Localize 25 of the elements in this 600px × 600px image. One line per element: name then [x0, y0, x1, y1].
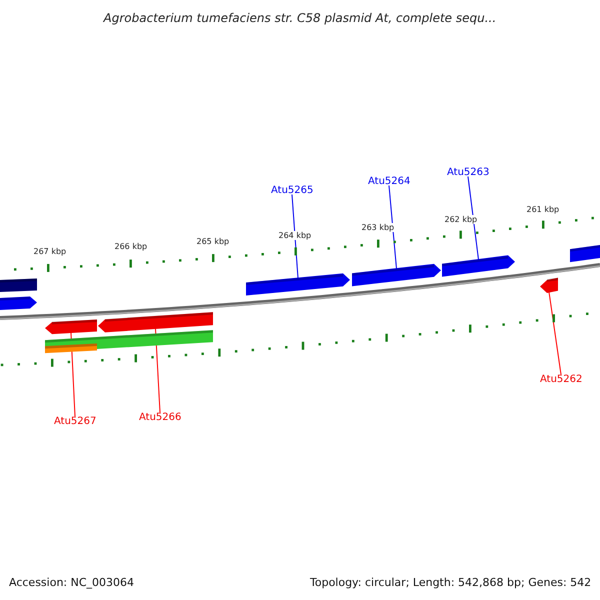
- gene-feature: [352, 264, 441, 286]
- gene-feature: [540, 278, 558, 293]
- gene-label: Atu5262: [540, 374, 582, 384]
- accession-text: Accession: NC_003064: [9, 576, 134, 588]
- gene-label: Atu5267: [54, 416, 96, 426]
- tick-label: 262 kbp: [444, 214, 478, 224]
- tick-label: 267 kbp: [34, 246, 66, 256]
- gene-label: Atu5264: [368, 176, 410, 186]
- title: Agrobacterium tumefaciens str. C58 plasmid At, complete sequ...: [104, 11, 496, 25]
- leader-line: [548, 291, 562, 375]
- gene-label: Atu5265: [271, 184, 314, 196]
- tick-label: 263 kbp: [362, 222, 394, 232]
- gene-feature: [45, 320, 97, 334]
- gene-label: Atu5266: [139, 412, 182, 422]
- gene-label: Atu5263: [447, 166, 490, 178]
- tick-label: 265 kbp: [196, 236, 230, 246]
- tick-label: 266 kbp: [114, 242, 148, 250]
- leader-line: [468, 176, 479, 260]
- leader-line: [292, 194, 298, 279]
- tick-label: 264 kbp: [278, 230, 312, 240]
- gene-feature: [442, 255, 515, 277]
- topology-text: Topology: circular; Length: 542,868 bp; Genes: 542: [310, 576, 592, 588]
- gene-feature: [246, 273, 350, 296]
- leader-line: [388, 185, 397, 270]
- tick-label: 261 kbp: [526, 204, 560, 214]
